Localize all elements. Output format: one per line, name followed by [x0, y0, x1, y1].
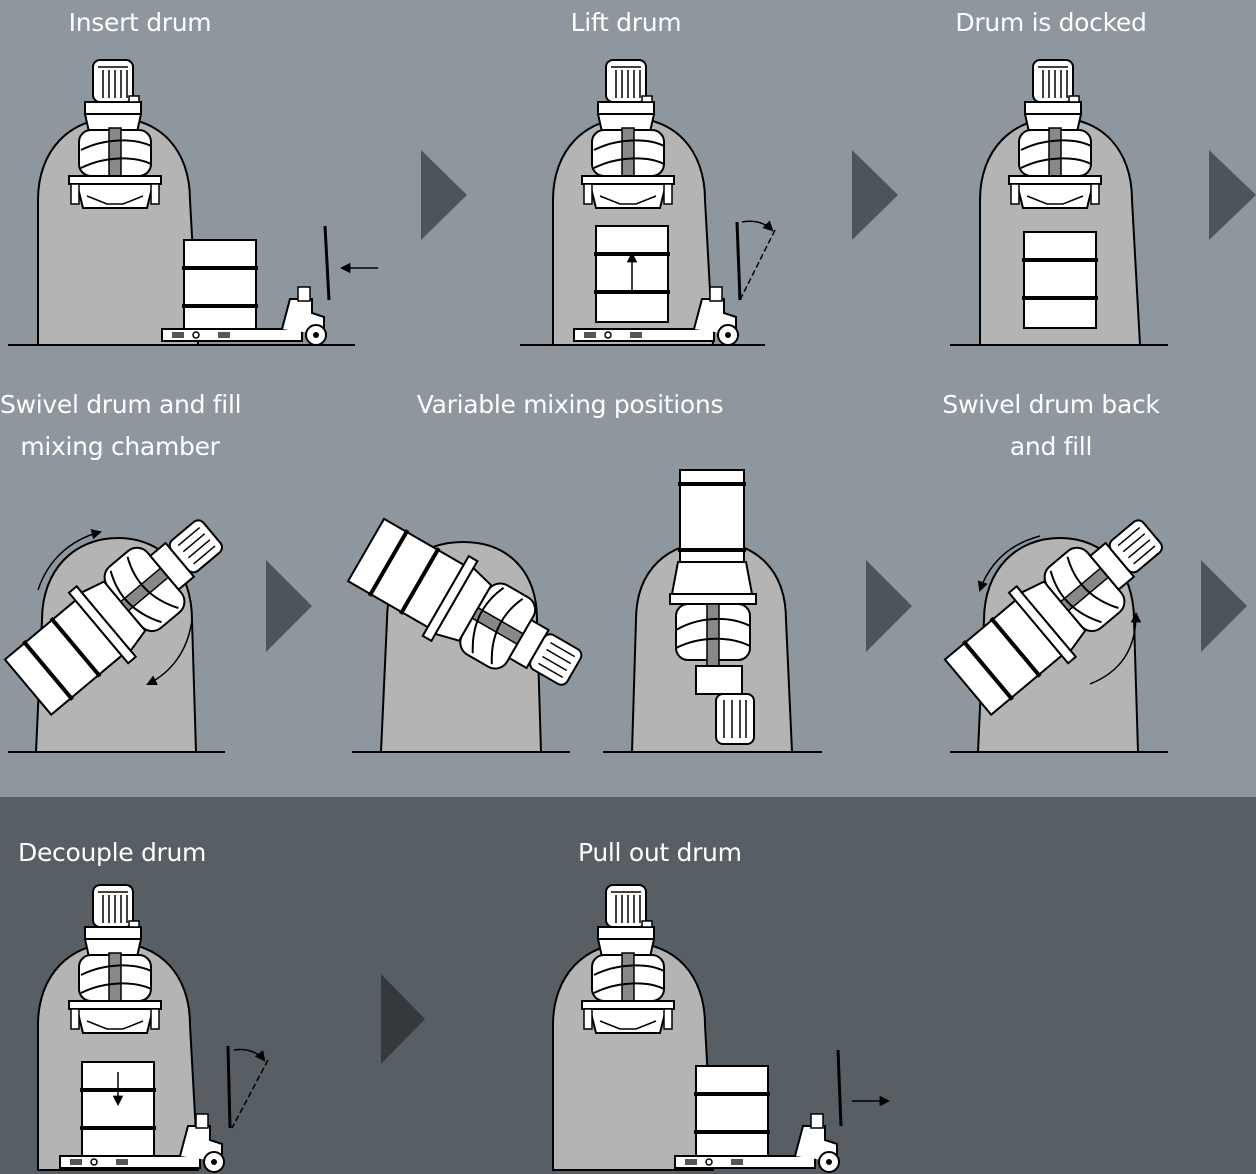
caption-variable-positions: Variable mixing positions: [410, 384, 730, 426]
caption-lift-drum: Lift drum: [526, 2, 726, 44]
caption-swivel-fill: Swivel drum and fill mixing chamber: [0, 384, 240, 468]
caption-swivel-back: Swivel drum back and fill: [936, 384, 1166, 468]
caption-pull-out-drum: Pull out drum: [578, 832, 742, 874]
caption-drum-docked: Drum is docked: [936, 2, 1166, 44]
caption-decouple-drum: Decouple drum: [18, 832, 206, 874]
caption-insert-drum: Insert drum: [40, 2, 240, 44]
